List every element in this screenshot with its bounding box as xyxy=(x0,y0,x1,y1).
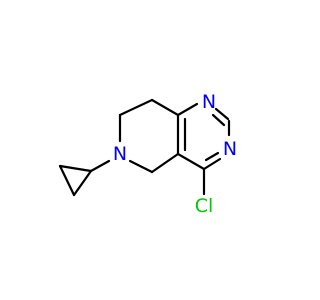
bond-c4-c4a xyxy=(176,152,206,171)
bond-n6-cp1 xyxy=(89,159,111,173)
bond-c5-c4a xyxy=(150,152,180,174)
bond-n1-c2-inner xyxy=(211,113,226,127)
bond-c8-c7 xyxy=(118,98,154,117)
molecule-structure-diagram: N N N Cl xyxy=(58,91,237,217)
atom-label-n1: N xyxy=(202,91,216,113)
bond-n1-c2 xyxy=(214,107,230,121)
atom-label-n6: N xyxy=(113,143,127,165)
bond-n3-c4 xyxy=(202,157,222,171)
bond-n6-c5 xyxy=(128,159,154,174)
bonds xyxy=(58,98,231,197)
atom-label-n3: N xyxy=(223,138,237,160)
bond-n3-c4-inner xyxy=(204,151,220,162)
bond-c8a-c8 xyxy=(150,98,180,117)
bond-cp3-cp1 xyxy=(72,169,93,197)
atom-label-cl: Cl xyxy=(195,195,214,217)
bond-c8a-n1 xyxy=(176,102,199,117)
atom-labels: N N N Cl xyxy=(113,91,237,217)
bond-cp1-cp2 xyxy=(58,164,93,173)
bond-cp2-cp3 xyxy=(58,164,76,197)
